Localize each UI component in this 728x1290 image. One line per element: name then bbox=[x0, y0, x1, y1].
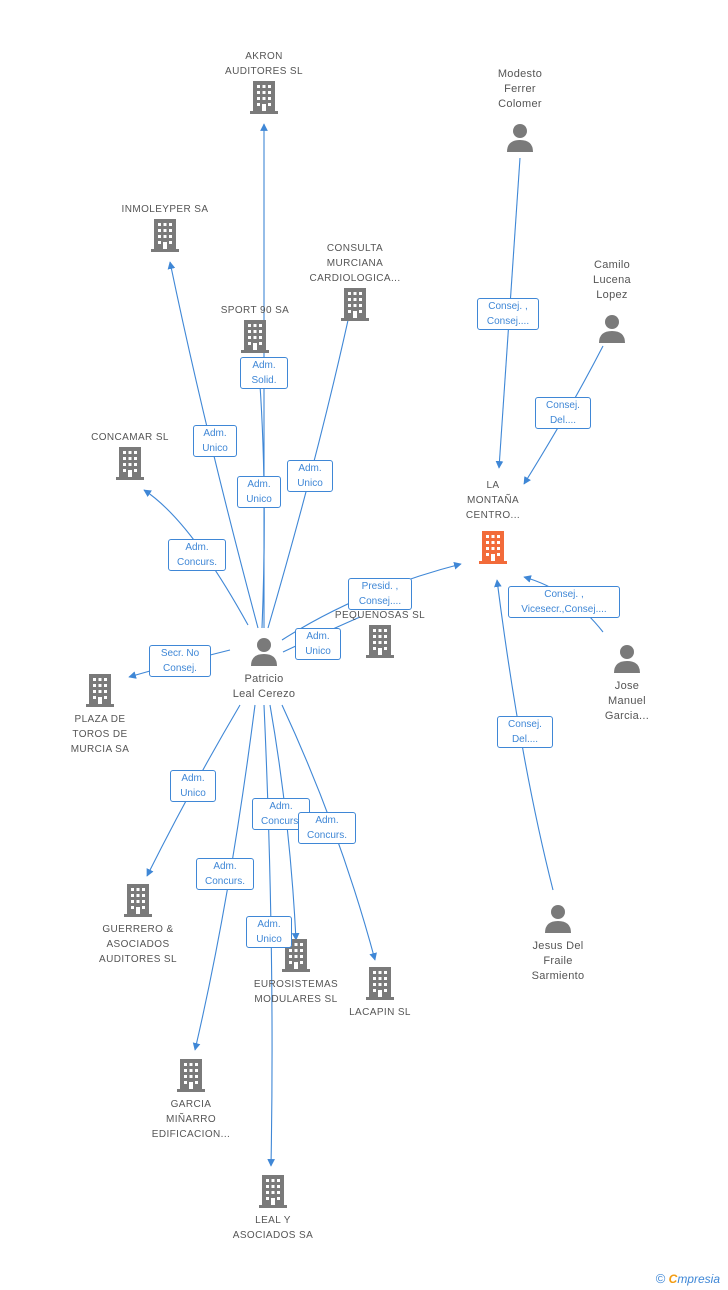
edge-label-modesto[interactable]: Consej. , Consej.... bbox=[477, 298, 539, 330]
node-label: PLAZA DE TOROS DE MURCIA SA bbox=[70, 714, 130, 755]
edge-label-text: Consej. Del.... bbox=[508, 719, 542, 745]
node-sport90[interactable]: SPORT 90 SA bbox=[195, 303, 315, 354]
building-icon bbox=[479, 531, 507, 564]
node-label: Patricio Leal Cerezo bbox=[232, 673, 296, 700]
node-label: CONSULTA MURCIANA CARDIOLOGICA... bbox=[309, 243, 401, 284]
node-label: Modesto Ferrer Colomer bbox=[497, 68, 543, 110]
edge-label-lacapin[interactable]: Adm. Concurs. bbox=[298, 812, 356, 844]
node-label: Jesus Del Fraile Sarmiento bbox=[531, 940, 585, 982]
node-consulta[interactable]: CONSULTA MURCIANA CARDIOLOGICA... bbox=[295, 241, 415, 322]
edge-label-text: Presid. , Consej.... bbox=[358, 581, 402, 607]
node-leal-asociados[interactable]: LEAL Y ASOCIADOS SA bbox=[213, 1173, 333, 1243]
building-icon bbox=[86, 674, 114, 707]
node-garcia[interactable]: GARCIA MIÑARRO EDIFICACION... bbox=[131, 1057, 251, 1142]
edge-label-text: Adm. Solid. bbox=[251, 360, 277, 386]
node-label: GARCIA MIÑARRO EDIFICACION... bbox=[151, 1099, 231, 1140]
person-icon bbox=[614, 645, 640, 673]
building-icon bbox=[250, 81, 278, 114]
node-label: CONCAMAR SL bbox=[91, 432, 169, 443]
edge-label-jesus[interactable]: Consej. Del.... bbox=[497, 716, 553, 748]
brand-logo-rest: mpresia bbox=[677, 1272, 720, 1286]
building-icon bbox=[366, 625, 394, 658]
node-patricio[interactable]: Patricio Leal Cerezo bbox=[214, 636, 314, 702]
edge-label-text: Adm. Unico bbox=[297, 463, 323, 489]
edge-label-inmoleyper[interactable]: Adm. Unico bbox=[193, 425, 237, 457]
node-concamar[interactable]: CONCAMAR SL bbox=[70, 430, 190, 481]
node-akron[interactable]: AKRON AUDITORES SL bbox=[204, 49, 324, 115]
edge-label-text: Adm. Concurs. bbox=[306, 815, 347, 841]
building-icon bbox=[366, 967, 394, 1000]
node-inmoleyper[interactable]: INMOLEYPER SA bbox=[105, 202, 225, 253]
person-icon bbox=[251, 638, 277, 666]
person-icon bbox=[599, 315, 625, 343]
edge-label-text: Adm. Unico bbox=[246, 479, 272, 505]
node-label: GUERRERO & ASOCIADOS AUDITORES SL bbox=[99, 924, 177, 965]
edge-label-garcia[interactable]: Adm. Concurs. bbox=[196, 858, 254, 890]
node-label: SPORT 90 SA bbox=[220, 305, 290, 316]
node-label: INMOLEYPER SA bbox=[121, 204, 209, 215]
brand-footer: © Cmpresia bbox=[656, 1271, 720, 1286]
node-guerrero[interactable]: GUERRERO & ASOCIADOS AUDITORES SL bbox=[78, 882, 198, 967]
edge-label-text: Adm. Unico bbox=[256, 919, 282, 945]
edge-label-text: Adm. Concurs. bbox=[176, 542, 217, 568]
edge-label-camilo[interactable]: Consej. Del.... bbox=[535, 397, 591, 429]
node-jose[interactable]: Jose Manuel Garcia... bbox=[577, 643, 677, 724]
node-label: LA MONTAÑA CENTRO... bbox=[465, 480, 521, 521]
node-plaza[interactable]: PLAZA DE TOROS DE MURCIA SA bbox=[40, 672, 160, 757]
node-label: Camilo Lucena Lopez bbox=[593, 259, 631, 301]
brand-logo-initial: C bbox=[668, 1272, 678, 1286]
edge-label-text: Secr. No Consej. bbox=[160, 648, 200, 674]
copyright-symbol: © bbox=[655, 1271, 666, 1286]
node-lacapin[interactable]: LACAPIN SL bbox=[320, 965, 440, 1020]
edge-label-guerrero[interactable]: Adm. Unico bbox=[170, 770, 216, 802]
edge-label-sport90-b[interactable]: Adm. Unico bbox=[237, 476, 281, 508]
node-modesto[interactable]: Modesto Ferrer Colomer bbox=[470, 67, 570, 152]
building-icon bbox=[124, 884, 152, 917]
edge-label-text: Adm. Unico bbox=[305, 631, 331, 657]
person-icon bbox=[507, 124, 533, 152]
edge-label-consulta[interactable]: Adm. Unico bbox=[287, 460, 333, 492]
node-camilo[interactable]: Camilo Lucena Lopez bbox=[562, 258, 662, 343]
node-la-montana[interactable]: LA MONTAÑA CENTRO... bbox=[433, 478, 553, 565]
edge-label-text: Consej. , Vicesecr.,Consej.... bbox=[521, 589, 607, 615]
edge-concamar bbox=[143, 489, 249, 626]
building-icon bbox=[116, 447, 144, 480]
building-icon bbox=[177, 1059, 205, 1092]
edge-label-sport90[interactable]: Adm. Solid. bbox=[240, 357, 288, 389]
edge-label-plaza[interactable]: Secr. No Consej. bbox=[149, 645, 211, 677]
edge-label-jose[interactable]: Consej. , Vicesecr.,Consej.... bbox=[508, 586, 620, 618]
edge-label-concamar[interactable]: Adm. Concurs. bbox=[168, 539, 226, 571]
node-pequenosas[interactable]: PEQUEÑOSAS SL bbox=[320, 608, 440, 659]
node-jesus[interactable]: Jesus Del Fraile Sarmiento bbox=[508, 903, 608, 984]
building-icon bbox=[259, 1175, 287, 1208]
node-label: LACAPIN SL bbox=[349, 1007, 411, 1018]
building-icon bbox=[151, 219, 179, 252]
person-icon bbox=[545, 905, 571, 933]
edge-label-text: Consej. , Consej.... bbox=[486, 301, 530, 327]
edge-label-pequenosas[interactable]: Adm. Unico bbox=[295, 628, 341, 660]
node-label: PEQUEÑOSAS SL bbox=[334, 610, 426, 621]
edge-label-text: Adm. Concurs. bbox=[260, 801, 301, 827]
edge-consulta bbox=[267, 301, 355, 629]
edge-label-text: Adm. Concurs. bbox=[204, 861, 245, 887]
edge-label-text: Adm. Unico bbox=[202, 428, 228, 454]
node-label: EUROSISTEMAS MODULARES SL bbox=[253, 979, 339, 1005]
node-label: LEAL Y ASOCIADOS SA bbox=[232, 1215, 314, 1241]
edge-label-leal[interactable]: Adm. Unico bbox=[246, 916, 292, 948]
edge-label-text: Adm. Unico bbox=[180, 773, 206, 799]
building-icon bbox=[341, 288, 369, 321]
node-label: AKRON AUDITORES SL bbox=[225, 51, 303, 77]
building-icon bbox=[241, 320, 269, 353]
edge-label-montana-patricio[interactable]: Presid. , Consej.... bbox=[348, 578, 412, 610]
node-label: Jose Manuel Garcia... bbox=[604, 680, 650, 722]
edge-label-text: Consej. Del.... bbox=[546, 400, 580, 426]
